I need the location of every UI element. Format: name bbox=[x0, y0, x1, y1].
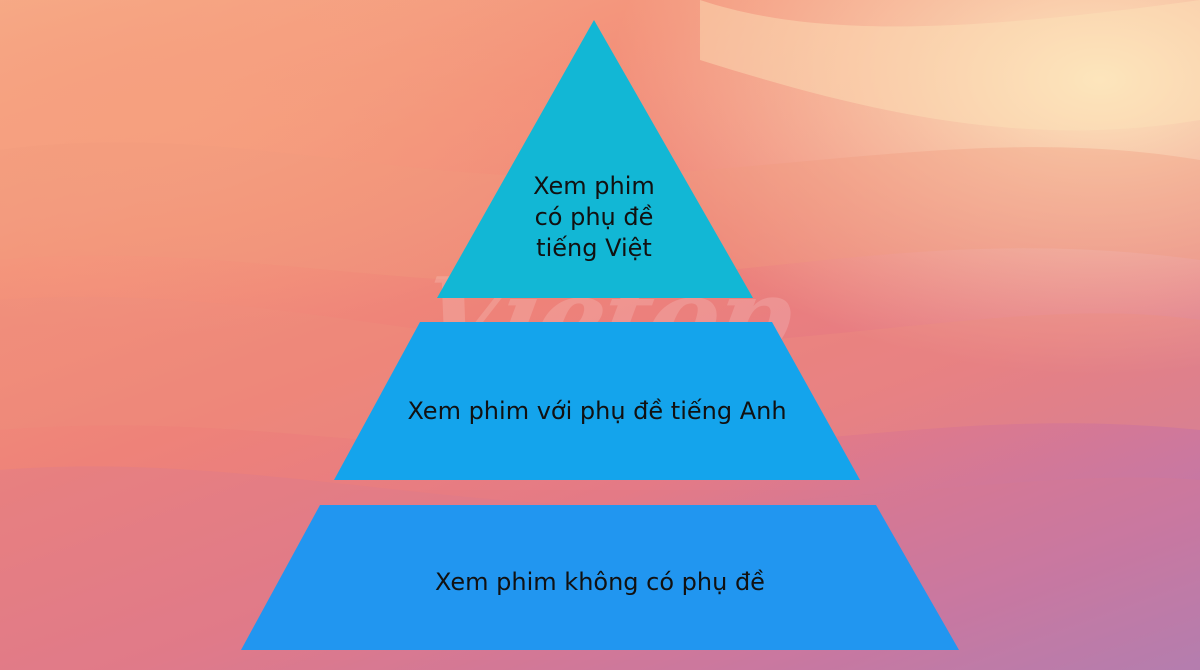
tier-middle-label: Xem phim với phụ đề tiếng Anh bbox=[407, 397, 787, 425]
pyramid-tier-top bbox=[437, 20, 753, 298]
pyramid-tier-middle bbox=[334, 322, 860, 480]
tier-bottom-label: Xem phim không có phụ đề bbox=[435, 568, 765, 596]
tier-top-label: Xem phim có phụ đề tiếng Việt bbox=[533, 172, 655, 262]
pyramid-tier-bottom bbox=[241, 505, 959, 650]
